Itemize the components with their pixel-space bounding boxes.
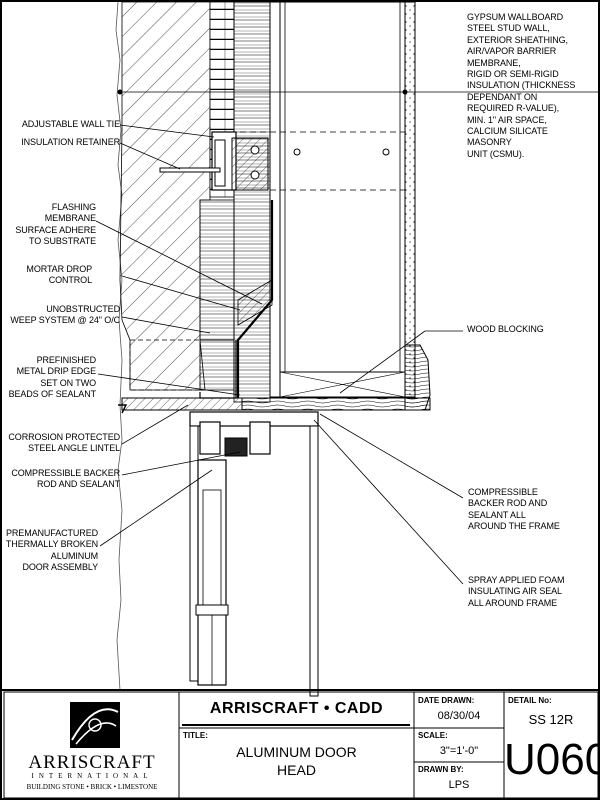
insulation-retainer-block <box>231 137 269 191</box>
steel-angle-lintel-label: CORROSION PROTECTED STEEL ANGLE LINTEL <box>8 432 120 454</box>
detail-sub: SS 12R <box>528 712 574 727</box>
weep-system-label: UNOBSTRUCTED WEEP SYSTEM @ 24" O/C <box>10 304 120 326</box>
scale-heading: SCALE: <box>418 731 448 740</box>
rigid-insulation <box>233 1 271 403</box>
title-line-1: ALUMINUM DOOR <box>236 744 357 760</box>
company-sub-text: INTERNATIONAL <box>31 772 153 780</box>
flashing-membrane <box>236 200 274 398</box>
csmu-column-bottom <box>199 339 235 391</box>
mortar-drop-control <box>237 279 273 326</box>
wall-assembly-label: GYPSUM WALLBOARD STEEL STUD WALL, EXTERI… <box>467 12 576 159</box>
wood-blocking-label: WOOD BLOCKING <box>467 324 544 334</box>
company-tag-text: BUILDING STONE • BRICK • LIMESTONE <box>26 783 158 791</box>
head-board <box>241 397 431 411</box>
title-line-2: HEAD <box>277 762 316 778</box>
csmu-column-lower <box>199 199 235 341</box>
date-value: 08/30/04 <box>437 710 481 722</box>
exterior-sheathing <box>269 1 281 398</box>
title-heading: TITLE: <box>183 731 208 740</box>
leader-lines <box>95 124 464 585</box>
gypsum-wallboard <box>404 1 416 398</box>
thermal-break <box>224 437 248 457</box>
cadd-banner: ARRISCRAFT • CADD <box>209 700 384 717</box>
stone-veneer-hatch <box>119 1 211 391</box>
mortar-drop-control-label: MORTAR DROP CONTROL <box>26 264 92 286</box>
drawn-by-heading: DRAWN BY: <box>418 765 464 774</box>
insulation-retainer-label: INSULATION RETAINER <box>21 137 120 147</box>
drip-edge <box>118 404 128 414</box>
scale-value: 3"=1'-0" <box>439 745 479 757</box>
tie-rod <box>159 167 221 173</box>
drawn-by-value: LPS <box>448 779 470 791</box>
flashing-membrane-label: FLASHING MEMBRANE SURFACE ADHERE TO SUBS… <box>15 202 96 247</box>
detail-number: U060 <box>504 735 600 784</box>
adjustable-wall-tie-label: ADJUSTABLE WALL TIE <box>21 119 120 129</box>
date-heading: DATE DRAWN: <box>418 696 475 705</box>
stone-face-edge <box>115 1 123 691</box>
spray-foam-label: SPRAY APPLIED FOAM INSULATING AIR SEAL A… <box>468 575 565 608</box>
arriscraft-logo-mark <box>70 702 120 748</box>
backer-rod-sealant-label: COMPRESSIBLE BACKER ROD AND SEALANT <box>11 468 120 490</box>
drip-edge-label: PREFINISHED METAL DRIP EDGE SET ON TWO B… <box>8 355 97 400</box>
title-block <box>2 689 599 799</box>
door-assembly-label: PREMANUFACTURED THERMALLY BROKEN ALUMINU… <box>5 528 98 573</box>
steel-stud-cavity <box>279 1 406 373</box>
detail-heading: DETAIL No: <box>508 696 552 705</box>
company-logo-text: ARRISCRAFT <box>28 752 156 773</box>
backer-rod-all-around-label: COMPRESSIBLE BACKER ROD AND SEALANT ALL … <box>468 487 560 532</box>
